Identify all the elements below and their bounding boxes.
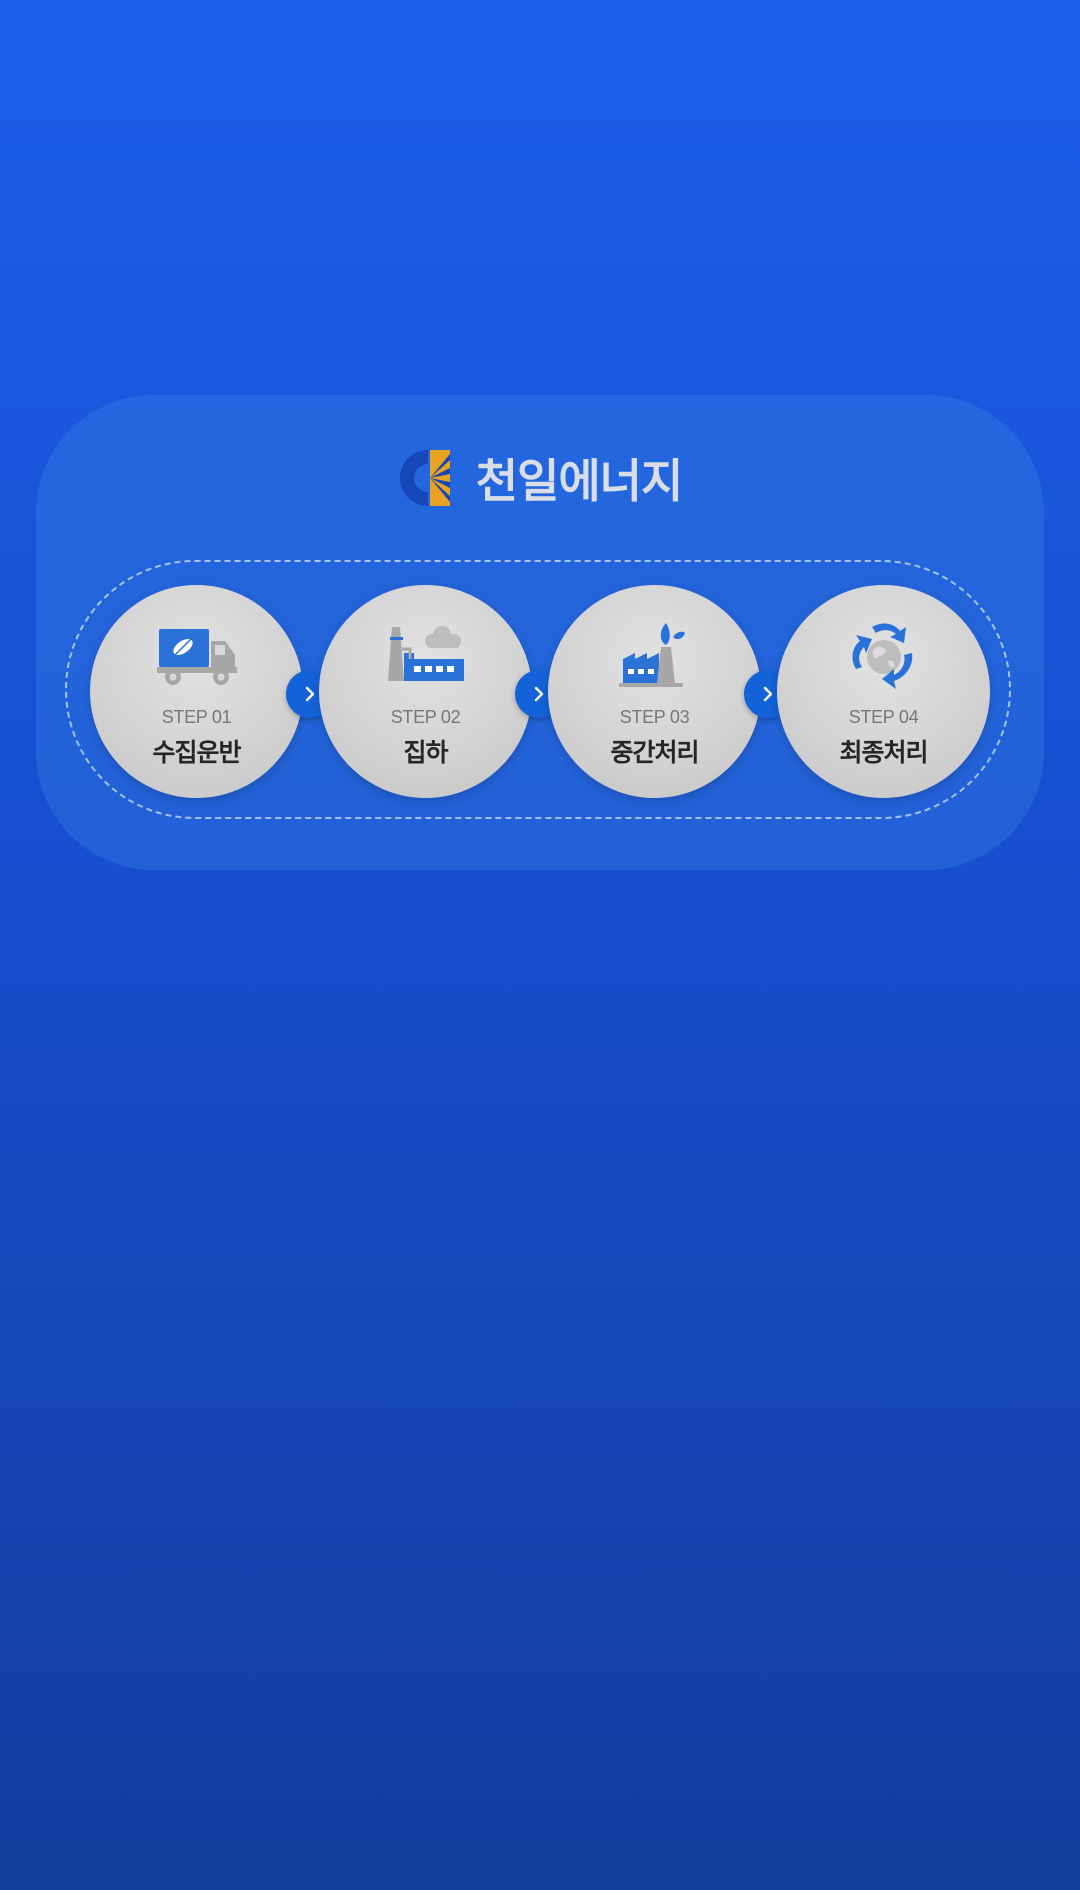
step-collection-transport: STEP 01 수집운반	[90, 585, 303, 798]
chevron-right-icon	[534, 686, 544, 702]
cheonil-logo-icon	[399, 450, 450, 506]
truck-leaf-icon	[156, 629, 237, 685]
step-label: STEP 04	[848, 707, 919, 727]
step-collection-hub: STEP 02 집하	[319, 585, 532, 798]
step-final-treatment: STEP 04 최종처리	[777, 585, 990, 798]
recycle-globe-icon	[852, 623, 912, 689]
step-label: STEP 02	[390, 707, 461, 727]
brand-header: 천일에너지	[36, 445, 1044, 511]
step-intermediate-treatment: STEP 03 중간처리	[548, 585, 761, 798]
process-track	[65, 560, 1011, 819]
chevron-right-icon	[305, 686, 315, 702]
step-name: 집하	[403, 738, 448, 767]
factory-storage-icon	[387, 626, 464, 681]
step-label: STEP 01	[161, 707, 232, 727]
process-panel: 천일에너지 STEP 01 수집운반	[36, 395, 1044, 870]
step-name: 중간처리	[610, 738, 699, 767]
step-label: STEP 03	[619, 707, 690, 727]
chevron-right-icon	[763, 686, 773, 702]
step-name: 수집운반	[152, 738, 241, 767]
brand-name: 천일에너지	[475, 454, 684, 508]
factory-plant-icon	[618, 623, 685, 687]
step-name: 최종처리	[839, 738, 928, 767]
